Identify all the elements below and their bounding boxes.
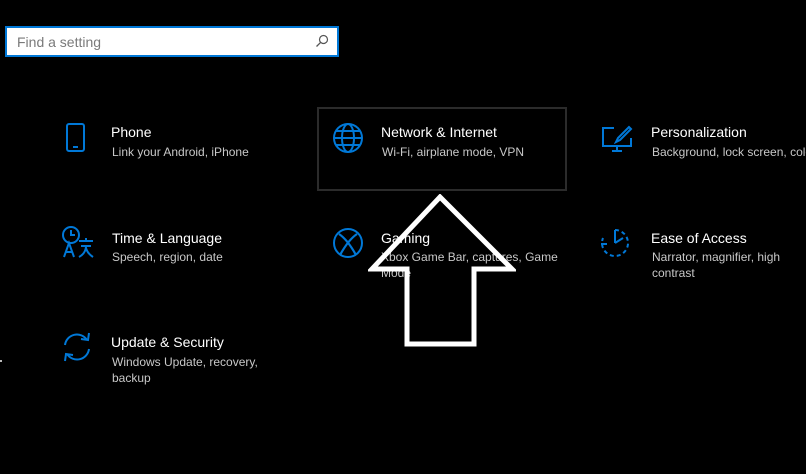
tile-phone-desc: Link your Android, iPhone	[112, 145, 249, 159]
monitor-brush-icon	[602, 125, 633, 152]
tile-personalization-title: Personalization	[651, 124, 747, 140]
tile-update-security-desc: Windows Update, recovery, backup	[112, 355, 258, 385]
search-icon[interactable]	[315, 34, 329, 48]
language-icon	[62, 226, 94, 258]
search-box[interactable]	[5, 26, 339, 57]
tile-gaming[interactable]: Gaming Xbox Game Bar, captures, Game Mod…	[317, 214, 567, 296]
tile-ease-of-access-title: Ease of Access	[651, 230, 747, 246]
ease-of-access-icon	[601, 229, 629, 257]
tile-phone[interactable]: Phone Link your Android, iPhone	[50, 108, 300, 190]
tile-update-security-title: Update & Security	[111, 334, 224, 350]
sidebar-edge-mark	[0, 360, 2, 362]
tile-ease-of-access-desc: Narrator, magnifier, high contrast	[652, 250, 781, 280]
xbox-icon	[333, 228, 363, 258]
tile-network-title: Network & Internet	[381, 124, 497, 140]
annotation-arrow-icon	[368, 194, 516, 347]
tile-network-desc: Wi-Fi, airplane mode, VPN	[382, 145, 525, 159]
phone-icon	[66, 123, 85, 152]
tile-ease-of-access[interactable]: Ease of Access Narrator, magnifier, high…	[590, 214, 806, 296]
tile-phone-title: Phone	[111, 124, 152, 140]
tile-time-language[interactable]: Time & Language Speech, region, date	[50, 214, 300, 296]
search-input[interactable]	[7, 28, 317, 55]
sync-icon	[64, 332, 90, 362]
tile-personalization-desc: Background, lock screen, colo	[652, 145, 806, 159]
tile-personalization[interactable]: Personalization Background, lock screen,…	[590, 108, 806, 190]
tile-time-language-desc: Speech, region, date	[112, 250, 223, 264]
tile-time-language-title: Time & Language	[112, 230, 222, 246]
globe-icon	[333, 123, 363, 153]
tile-gaming-title: Gaming	[381, 230, 431, 246]
tile-network[interactable]: Network & Internet Wi-Fi, airplane mode,…	[317, 107, 567, 191]
tile-update-security[interactable]: Update & Security Windows Update, recove…	[50, 318, 300, 400]
